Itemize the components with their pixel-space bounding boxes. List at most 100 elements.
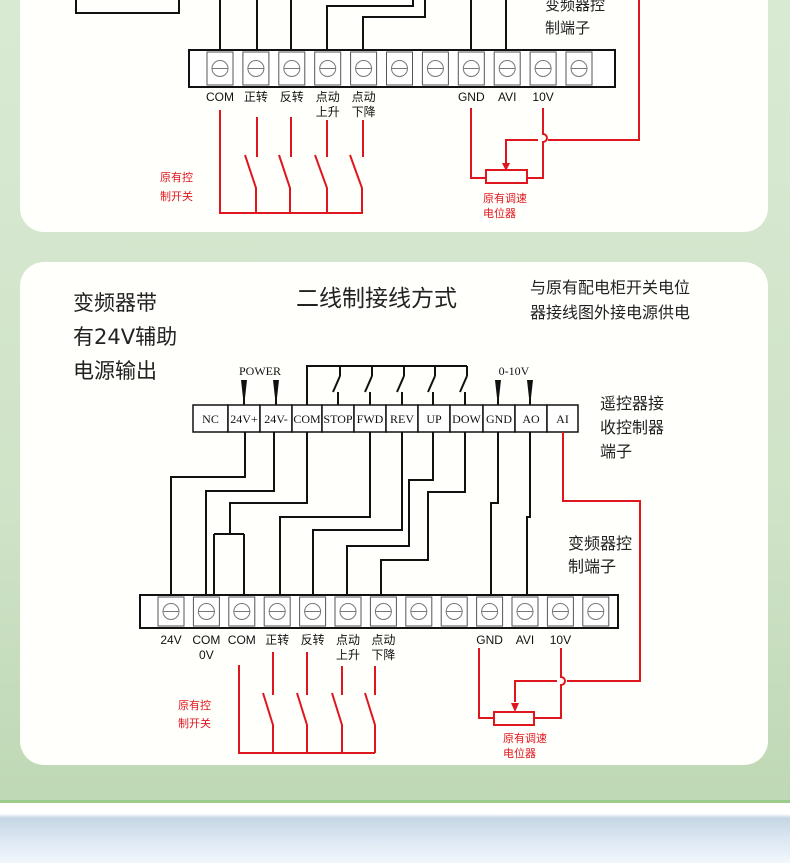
panel2-terminal: 24V xyxy=(157,596,185,647)
svg-text:变频器控制端子: 变频器控制端子 xyxy=(545,0,605,37)
panel2-terminal: 正转 xyxy=(263,596,291,647)
panel2-terminal-label: 点动 xyxy=(371,633,395,647)
svg-text:与原有配电柜开关电位器接线图外接电源供电: 与原有配电柜开关电位器接线图外接电源供电 xyxy=(530,278,690,322)
footer-band xyxy=(0,803,790,863)
panel1-inverter-label-2: 制端子 xyxy=(545,19,590,37)
remote-terminal-label: NC xyxy=(202,412,219,426)
panel2-terminal-label: 反转 xyxy=(301,632,325,647)
panel2-switch-label-1: 原有控 xyxy=(178,698,211,712)
panel1-terminal: AVI xyxy=(493,51,521,104)
left-note-3: 电源输出 xyxy=(73,359,157,383)
panel1-terminal xyxy=(386,51,413,86)
panel1-pot-label-2: 电位器 xyxy=(483,206,516,220)
panel1-terminal: COM xyxy=(206,51,234,104)
remote-terminal-label: 24V- xyxy=(264,412,288,426)
panel1-terminal-label: AVI xyxy=(498,90,516,104)
panel2-switch-label-2: 制开关 xyxy=(178,716,211,730)
panel2-pot-label-2: 电位器 xyxy=(503,746,536,760)
remote-terminal-label: DOW xyxy=(452,412,481,426)
panel2-terminal xyxy=(405,596,433,627)
left-note-1: 变频器带 xyxy=(73,291,157,315)
svg-text:原有调速电位器: 原有调速电位器 xyxy=(483,191,527,220)
panel1-terminal xyxy=(421,51,449,86)
remote-terminal: GND xyxy=(482,404,516,433)
panel1-terminal-label: 10V xyxy=(532,90,553,104)
remote-terminal: UP xyxy=(417,404,451,433)
panel2-pot-label-1: 原有调速 xyxy=(503,731,547,745)
remote-terminal-label: REV xyxy=(390,412,414,426)
panel2-connection-wires xyxy=(170,432,531,597)
panel2-terminal: GND xyxy=(476,596,503,647)
panel2-inverter-label-2: 制端子 xyxy=(568,557,616,576)
panel1-switches xyxy=(219,110,364,214)
panel2-terminal: 10V xyxy=(546,596,574,647)
panel2-terminal-label: COM xyxy=(192,633,220,647)
panel1-control-wires xyxy=(219,0,507,50)
panel1-inverter-label-1: 变频器控 xyxy=(545,0,605,14)
panel2-terminal-label: COM xyxy=(228,633,256,647)
left-note-2: 有24V辅助 xyxy=(73,325,177,349)
panel2-terminal-label: 点动 xyxy=(336,633,360,647)
divider xyxy=(0,800,790,803)
panel2-terminal: 反转 xyxy=(299,596,327,647)
remote-terminal-label: GND xyxy=(486,412,512,426)
remote-terminal: 24V+ xyxy=(227,404,261,433)
panel2-diagram: 变频器带有24V辅助电源输出 二线制接线方式 与原有配电柜开关电位器接线图外接电… xyxy=(73,278,690,760)
right-note-1: 与原有配电柜开关电位 xyxy=(530,278,690,297)
panel-original-wiring xyxy=(20,0,768,232)
panel2-terminal-label: AVI xyxy=(516,633,534,647)
power-label: POWER xyxy=(239,364,281,378)
panel1-terminal-label: 点动 xyxy=(316,90,340,104)
svg-text:遥控器接收控制器端子: 遥控器接收控制器端子 xyxy=(600,394,664,461)
remote-terminal: REV xyxy=(385,404,419,433)
panel2-terminal xyxy=(582,596,610,627)
panel1-terminal-label: GND xyxy=(458,90,485,104)
remote-terminal: AI xyxy=(546,404,579,433)
voltage-label: 0-10V xyxy=(499,364,530,378)
panel2-terminal-label: GND xyxy=(476,633,503,647)
remote-terminal: NC xyxy=(192,404,229,433)
remote-terminal-label: AO xyxy=(522,412,540,426)
panel2-switches xyxy=(238,652,376,754)
svg-text:原有控制开关: 原有控制开关 xyxy=(178,698,211,730)
remote-terminal: AO xyxy=(514,404,548,433)
panel1-switch-label-1: 原有控 xyxy=(160,170,193,184)
svg-text:变频器控制端子: 变频器控制端子 xyxy=(568,534,632,576)
panel1-terminal: GND xyxy=(457,51,485,104)
panel2-terminal-label: 24V xyxy=(160,633,181,647)
remote-terminal: DOW xyxy=(449,404,484,433)
panel2-terminal-label: 正转 xyxy=(265,632,289,647)
remote-label-1: 遥控器接 xyxy=(600,394,664,413)
remote-terminal-label: UP xyxy=(426,412,442,426)
panel1-terminal-label: 反转 xyxy=(280,89,304,104)
diagram-title: 二线制接线方式 xyxy=(296,286,457,312)
svg-text:原有控制开关: 原有控制开关 xyxy=(160,170,193,203)
remote-terminal-label: STOP xyxy=(323,412,352,426)
remote-terminal-label: AI xyxy=(556,412,569,426)
panel2-inverter-label-1: 变频器控 xyxy=(568,534,632,553)
panel1-terminal-label: 点动 xyxy=(352,90,376,104)
panel2-terminal: COM xyxy=(228,596,256,647)
remote-label-3: 端子 xyxy=(600,442,632,461)
remote-terminal-label: FWD xyxy=(357,412,384,426)
panel2-potentiometer xyxy=(478,432,641,726)
panel2-terminal-label: 10V xyxy=(550,633,571,647)
remote-label-2: 收控制器 xyxy=(600,418,664,437)
panel1-potentiometer xyxy=(470,0,640,184)
panel1-terminal-label: 下降 xyxy=(352,105,376,119)
partial-box xyxy=(75,0,180,14)
remote-terminal: STOP xyxy=(321,404,355,433)
remote-terminal: 24V- xyxy=(259,404,293,433)
remote-terminal-label: COM xyxy=(293,412,321,426)
panel1-terminal-label: COM xyxy=(206,90,234,104)
